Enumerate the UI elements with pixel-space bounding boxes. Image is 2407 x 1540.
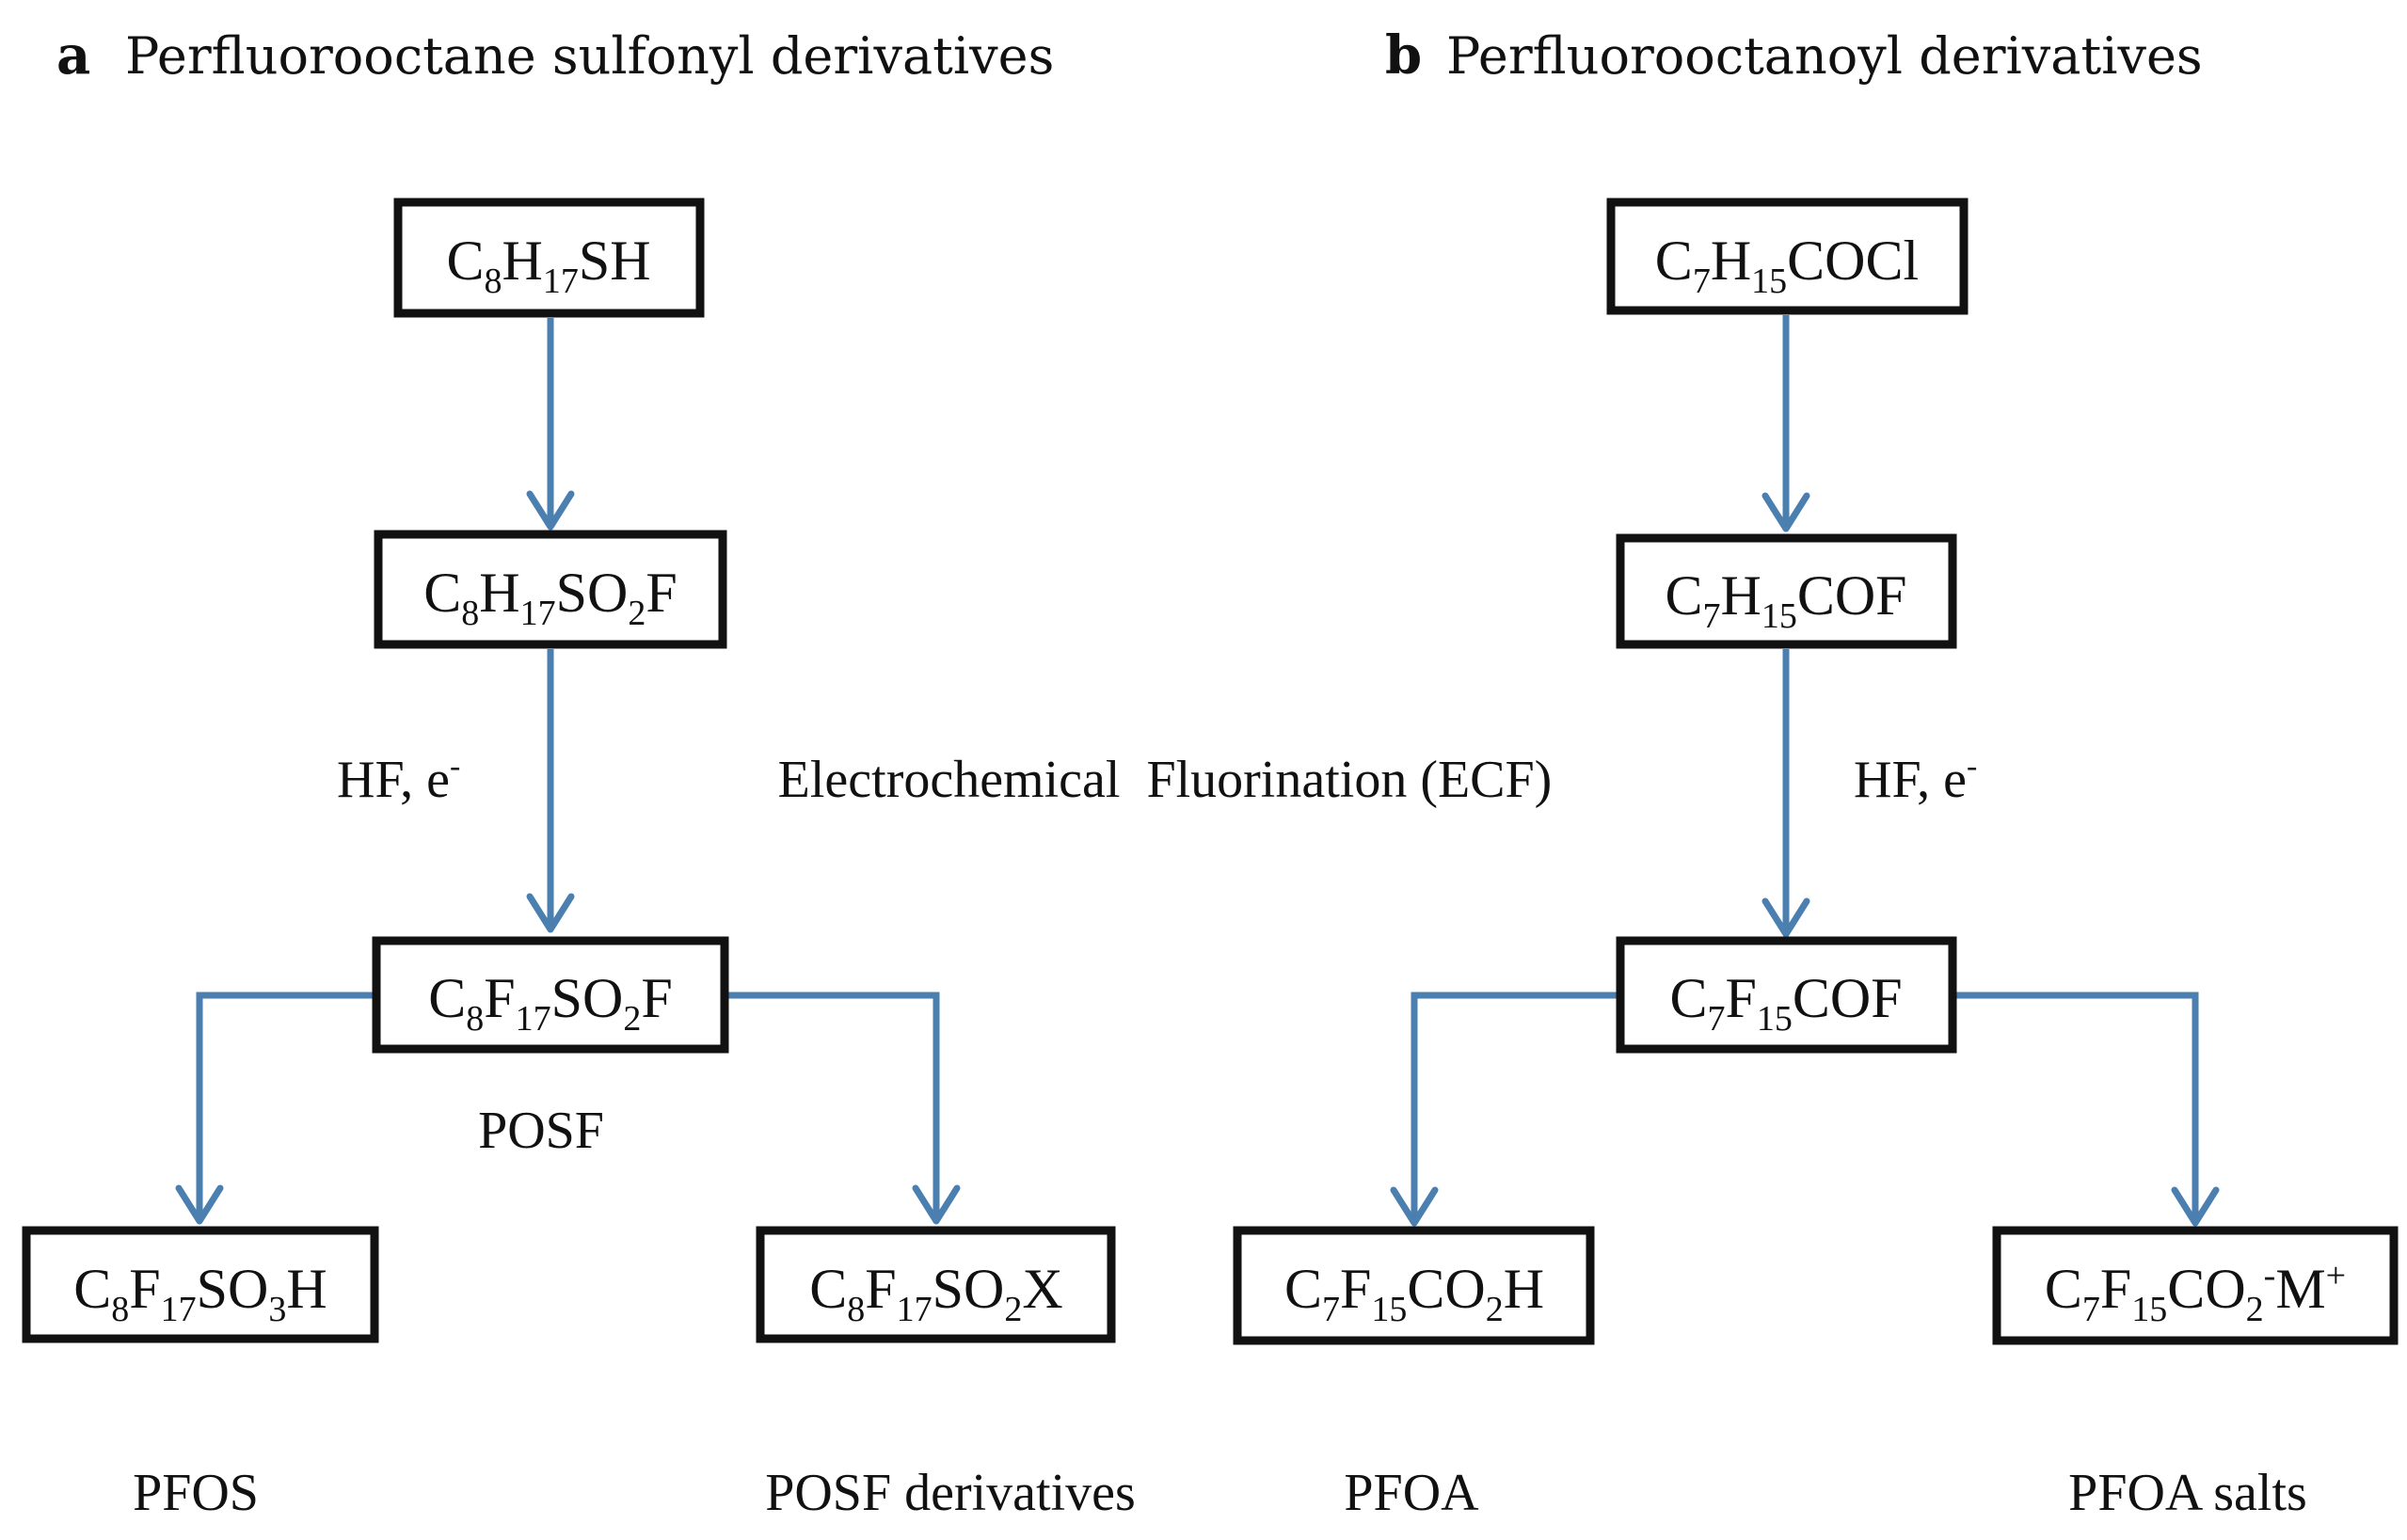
arrowhead-a-middle <box>526 490 575 531</box>
formula-box-a-top: C8H17SH <box>393 198 705 318</box>
panel-a: a Perfluorooctane sulfonyl derivatives C… <box>22 24 1136 1522</box>
arrow-a-center-to-right <box>726 992 940 1221</box>
formula-box-a-right: C8F17SO2X <box>756 1226 1116 1343</box>
formula-box-a-middle: C8H17SO2F <box>374 530 727 649</box>
process-label-ecf: Electrochemical Fluorination (ECF) <box>778 751 1553 809</box>
label-posf-derivatives: POSF derivatives <box>765 1464 1136 1522</box>
formula-box-b-center: C7F15COF <box>1616 936 1957 1054</box>
panel-a-title: Perfluorooctane sulfonyl derivatives <box>125 26 1054 86</box>
panel-b-title: Perfluorooctanoyl derivatives <box>1446 26 2203 86</box>
formula-box-b-top: C7H15COCl <box>1606 198 1969 315</box>
arrow-a-center-to-left <box>196 992 376 1221</box>
formula-a-middle: C8H17SO2F <box>423 562 677 633</box>
formula-box-b-right: C7F15CO2-M+ <box>1992 1226 2399 1345</box>
formula-a-right: C8F17SO2X <box>809 1258 1062 1329</box>
formula-b-top: C7H15COCl <box>1655 230 1919 301</box>
arrowhead-b-middle <box>1761 492 1810 532</box>
formula-b-left: C7F15CO2H <box>1284 1258 1544 1329</box>
reagent-a: HF, e- <box>337 749 460 809</box>
formula-a-top: C8H17SH <box>446 230 650 301</box>
panel-b: b Perfluorooctanoyl derivatives C7H15COC… <box>1233 24 2399 1522</box>
arrowhead-a-left <box>175 1184 224 1225</box>
arrowhead-b-center <box>1761 897 1810 938</box>
formula-box-b-left: C7F15CO2H <box>1233 1226 1595 1345</box>
formula-box-a-left: C8F17SO3H <box>22 1226 379 1343</box>
label-pfoa: PFOA <box>1344 1464 1479 1522</box>
formula-box-a-center: C8F17SO2F <box>372 936 729 1054</box>
formula-a-center: C8F17SO2F <box>428 967 672 1039</box>
formula-b-right: C7F15CO2-M+ <box>2045 1256 2346 1329</box>
formula-b-middle: C7H15COF <box>1665 564 1906 636</box>
label-pfos: PFOS <box>133 1464 259 1522</box>
arrow-b-center-to-right <box>1953 992 2199 1223</box>
formula-box-b-middle: C7H15COF <box>1616 533 1957 649</box>
reagent-b: HF, e- <box>1854 749 1977 809</box>
arrow-b-center-to-left <box>1411 992 1620 1223</box>
arrowhead-a-right <box>912 1184 961 1225</box>
arrowhead-b-right <box>2171 1186 2220 1227</box>
arrowhead-b-left <box>1390 1186 1439 1227</box>
panel-b-letter: b <box>1385 24 1422 87</box>
arrowhead-a-center <box>526 893 575 933</box>
formula-a-left: C8F17SO3H <box>73 1258 327 1329</box>
label-posf: POSF <box>478 1102 604 1160</box>
label-pfoa-salts: PFOA salts <box>2068 1464 2307 1522</box>
panel-a-letter: a <box>56 24 90 87</box>
formula-b-center: C7F15COF <box>1669 967 1902 1039</box>
